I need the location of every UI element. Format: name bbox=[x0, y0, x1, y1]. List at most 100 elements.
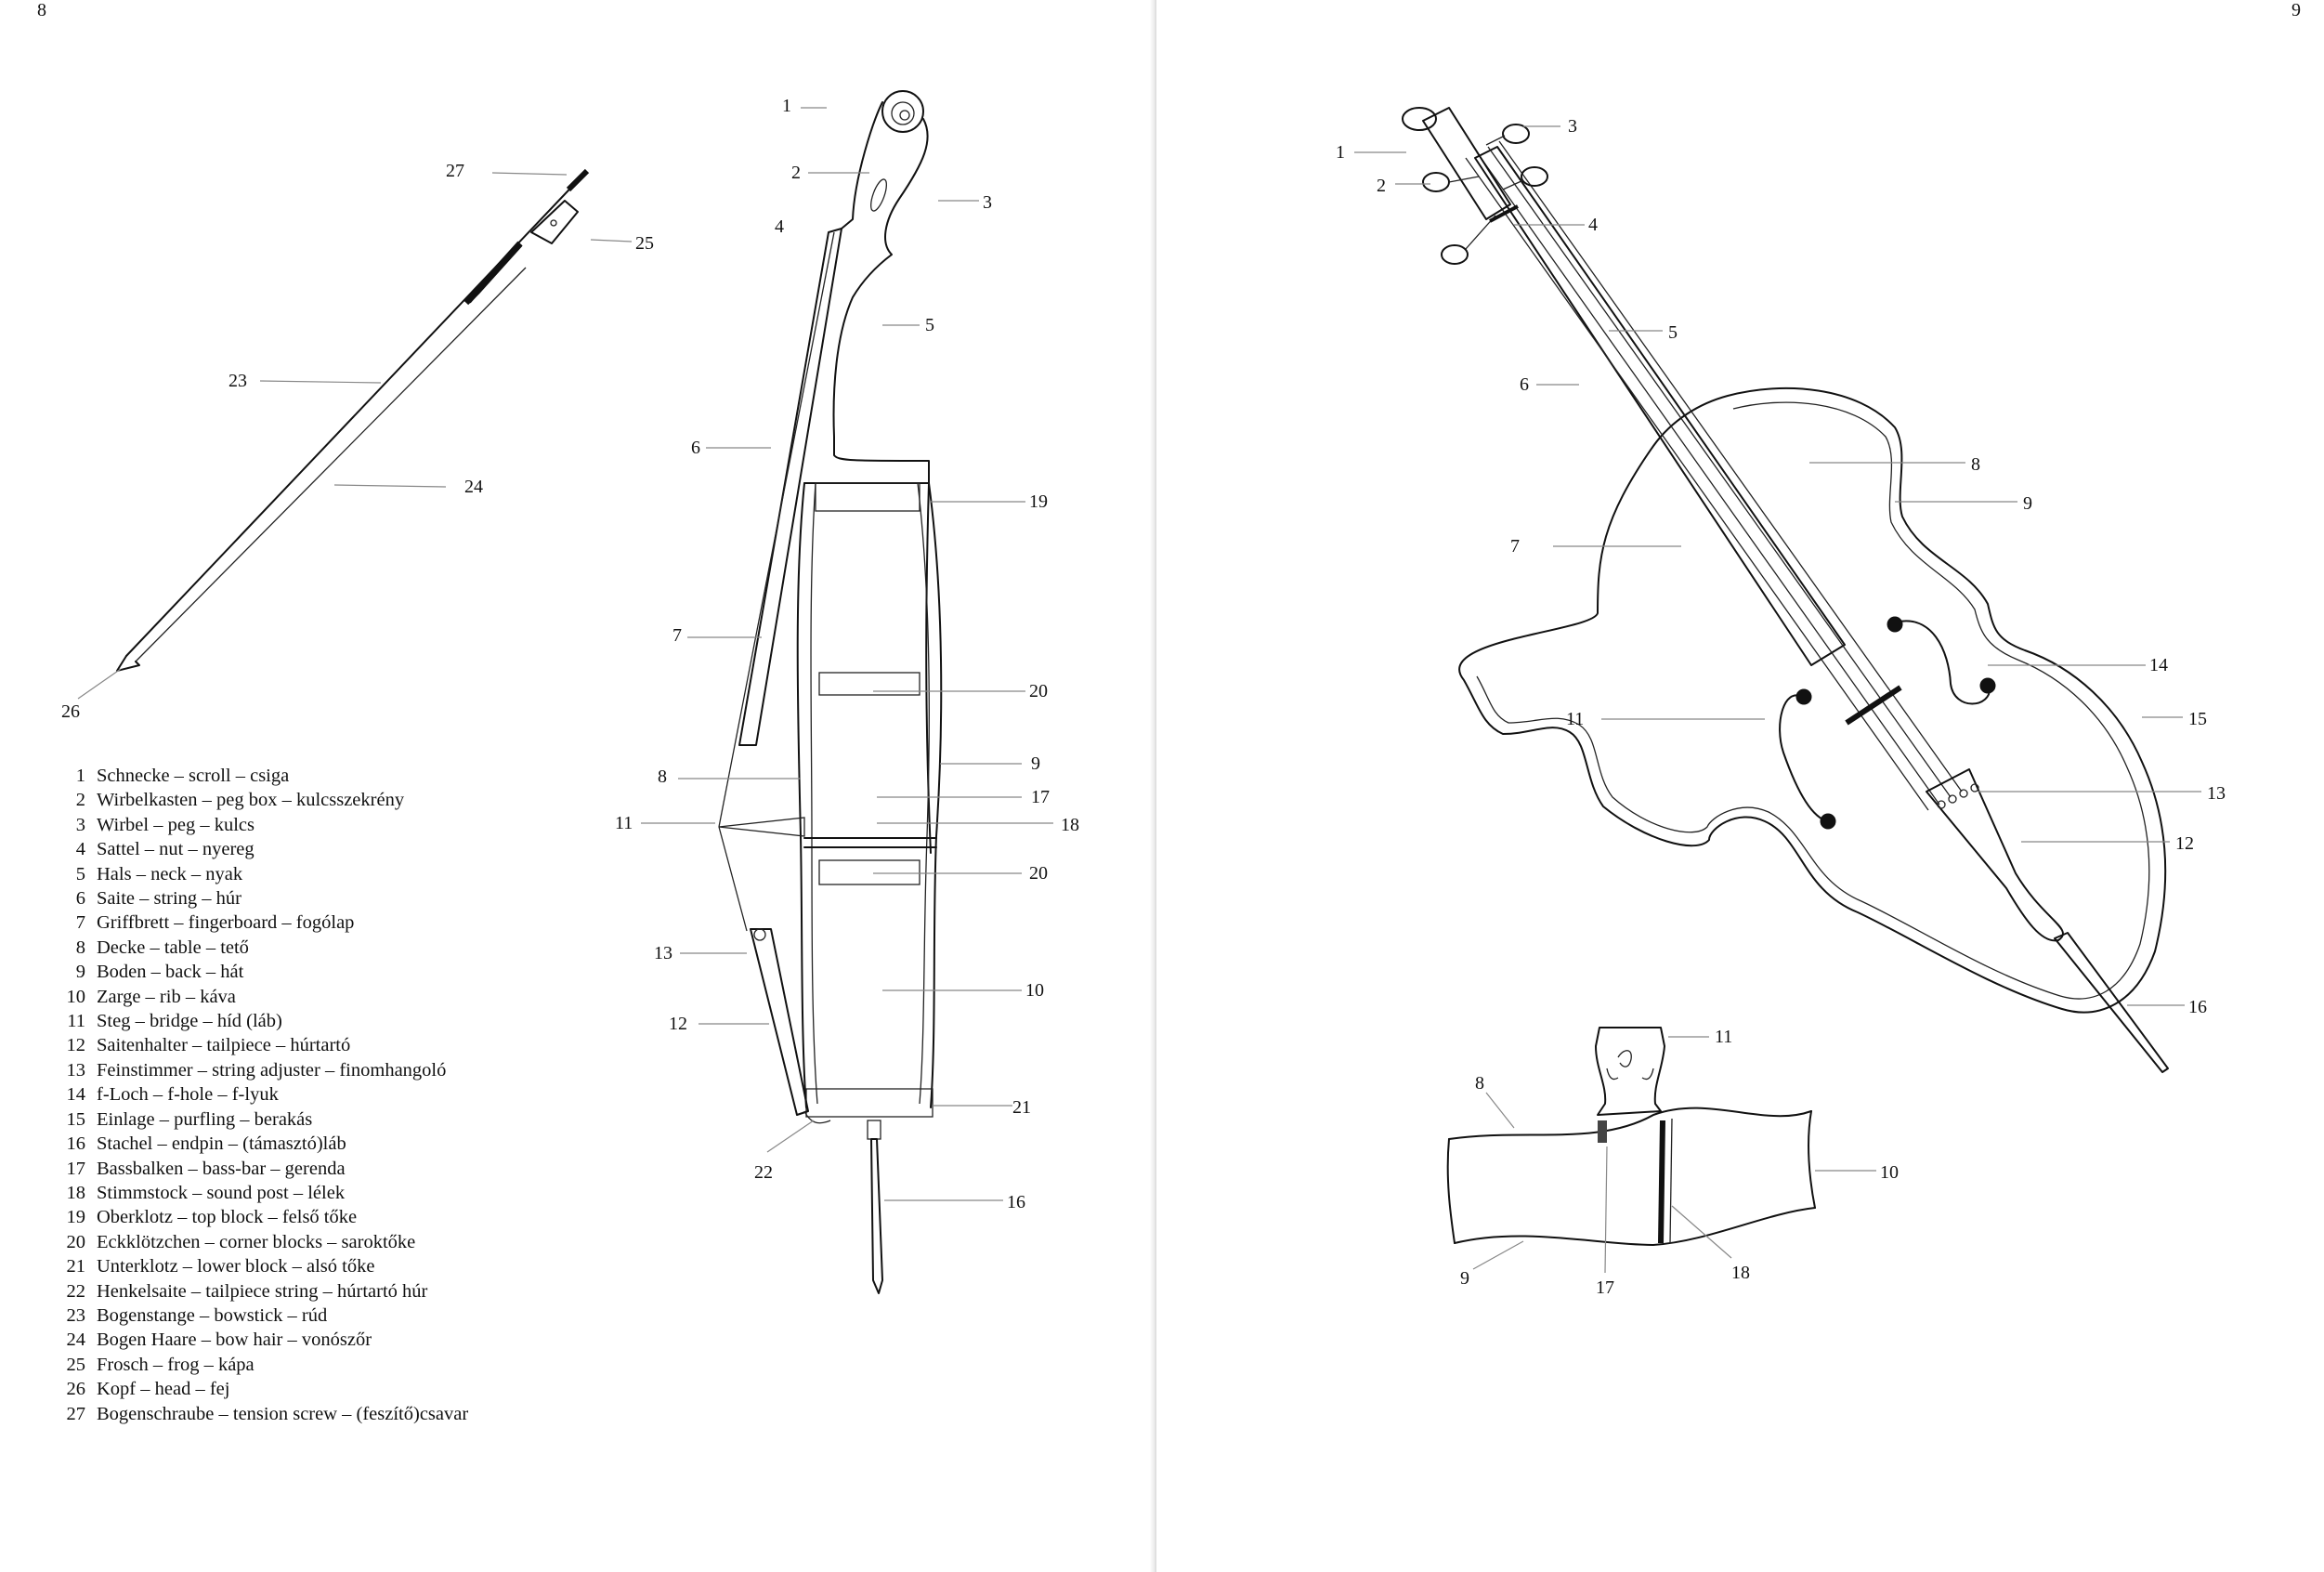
cello-fingerboard bbox=[1474, 146, 1846, 666]
callout-label: 20 bbox=[1029, 863, 1048, 884]
callout-label: 5 bbox=[925, 315, 934, 335]
legend-number: 19 bbox=[66, 1207, 86, 1228]
bow-head bbox=[116, 655, 140, 672]
leader-line bbox=[259, 380, 382, 384]
callout-label: 27 bbox=[446, 161, 464, 181]
callout-label: 25 bbox=[635, 233, 654, 254]
legend-number: 13 bbox=[66, 1059, 86, 1081]
legend-text: Unterklotz – lower block – alsó tőke bbox=[97, 1256, 375, 1277]
back-inner bbox=[917, 482, 930, 1105]
legend-number: 27 bbox=[66, 1403, 86, 1424]
f-hole-eye bbox=[1795, 688, 1812, 705]
cello-nut bbox=[1489, 204, 1519, 223]
legend-text: Stimmstock – sound post – lélek bbox=[97, 1182, 346, 1203]
leader-line bbox=[766, 1120, 815, 1153]
bridge-profile bbox=[718, 817, 805, 837]
bow-grip bbox=[465, 241, 523, 304]
f-hole-eye bbox=[1979, 677, 1996, 694]
legend-number: 11 bbox=[67, 1011, 85, 1032]
legend-text: Bassbalken – bass-bar – gerenda bbox=[97, 1158, 346, 1179]
callout-label: 15 bbox=[2188, 709, 2207, 729]
scroll-outer bbox=[881, 90, 924, 133]
callout-label: 3 bbox=[1568, 116, 1577, 137]
callout-label: 13 bbox=[2207, 783, 2226, 804]
legend-text: Kopf – head – fej bbox=[97, 1379, 230, 1400]
f-hole-icon bbox=[1779, 694, 1829, 822]
cello-scroll bbox=[1402, 107, 1437, 131]
fingerboard bbox=[738, 228, 842, 746]
peg-icon bbox=[1521, 166, 1548, 187]
callout-label: 6 bbox=[1520, 374, 1529, 395]
legend-number: 23 bbox=[66, 1304, 86, 1326]
detail-bass-bar bbox=[1598, 1120, 1607, 1143]
legend-text: Frosch – frog – kápa bbox=[97, 1354, 255, 1375]
scroll-eye bbox=[899, 110, 910, 121]
leader-line bbox=[491, 172, 568, 176]
legend-number: 20 bbox=[66, 1231, 86, 1252]
legend-text: Saitenhalter – tailpiece – húrtartó bbox=[97, 1035, 351, 1056]
callout-label: 23 bbox=[228, 371, 247, 391]
callout-label: 18 bbox=[1731, 1263, 1750, 1283]
body-top-edge bbox=[803, 482, 932, 854]
callout-label: 24 bbox=[464, 477, 483, 497]
legend-number: 5 bbox=[75, 863, 85, 884]
legend-text: Bogenstange – bowstick – rúd bbox=[97, 1304, 328, 1326]
legend-item: 5 Hals – neck – nyak bbox=[54, 862, 704, 886]
callout-label: 22 bbox=[754, 1162, 773, 1183]
legend-text: Eckklötzchen – corner blocks – saroktőke bbox=[97, 1231, 416, 1252]
leader-line bbox=[590, 239, 633, 242]
fine-tuner-icon bbox=[1948, 794, 1957, 804]
cello-endpin bbox=[2054, 932, 2169, 1073]
callout-label: 5 bbox=[1668, 322, 1678, 343]
legend-text: Boden – back – hát bbox=[97, 962, 244, 983]
pegbox-back bbox=[841, 101, 883, 229]
tailpiece-string bbox=[803, 1110, 831, 1124]
callout-label: 6 bbox=[691, 438, 700, 458]
leader-line bbox=[1485, 1092, 1515, 1129]
back-outline bbox=[928, 482, 943, 1108]
legend-text: Steg – bridge – híd (láb) bbox=[97, 1011, 282, 1032]
right-page-number: 9 bbox=[2291, 0, 2301, 20]
callout-label: 8 bbox=[658, 766, 667, 787]
cello-front-drawing bbox=[1402, 107, 2169, 1073]
leader-line bbox=[333, 484, 447, 488]
bridge-detail-drawing bbox=[1446, 1027, 1816, 1246]
peg-shaft bbox=[1448, 176, 1480, 183]
cello-tailpiece bbox=[1926, 768, 2064, 942]
legend-text: Henkelsaite – tailpiece string – húrtart… bbox=[97, 1280, 428, 1302]
callout-label: 11 bbox=[1715, 1027, 1732, 1047]
callout-label: 14 bbox=[2149, 655, 2168, 675]
callout-label: 20 bbox=[1029, 681, 1048, 701]
bow-hair bbox=[135, 267, 527, 662]
callout-label: 9 bbox=[1460, 1268, 1469, 1289]
table-outline bbox=[796, 482, 807, 1108]
bridge-cutout bbox=[1641, 1068, 1654, 1081]
legend-text: Schnecke – scroll – csiga bbox=[97, 766, 290, 786]
fine-tuner-icon bbox=[753, 928, 766, 941]
legend-number: 16 bbox=[66, 1133, 86, 1155]
legend-number: 21 bbox=[66, 1256, 86, 1277]
legend-text: Hals – neck – nyak bbox=[97, 863, 243, 884]
f-hole-icon bbox=[1894, 620, 1991, 705]
right-page: 9 bbox=[1156, 0, 2324, 1572]
callout-label: 21 bbox=[1012, 1097, 1031, 1118]
callout-label: 17 bbox=[1596, 1277, 1614, 1298]
peg-icon bbox=[1422, 172, 1450, 192]
cello-bridge bbox=[1845, 685, 1902, 726]
fine-tuner-icon bbox=[1959, 789, 1968, 798]
left-page-number: 8 bbox=[37, 0, 46, 20]
